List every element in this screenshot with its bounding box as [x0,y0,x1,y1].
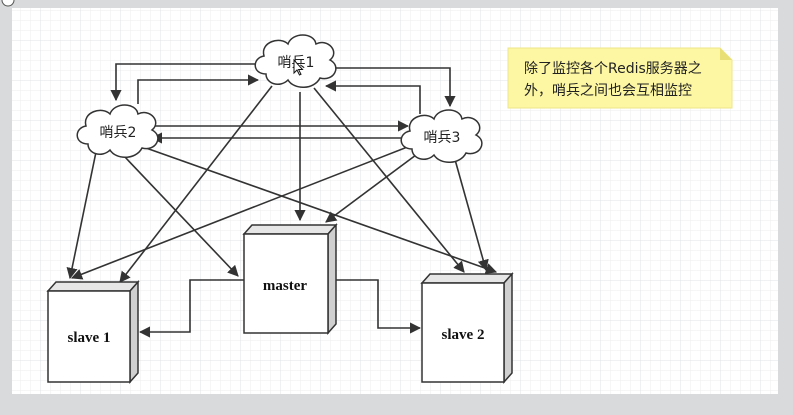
edge-s1-to-s2-outer [110,63,262,102]
cube-side [503,272,513,384]
cube-front [243,233,329,334]
note-fold-icon [720,48,732,60]
cube-side [129,280,139,384]
cube-front [421,282,505,383]
sentinel-2[interactable]: 哨兵2 [76,104,159,158]
edge-s1-to-slave2 [313,87,465,273]
mouse-cursor-icon [293,58,304,76]
cube-front [47,290,131,383]
cube-top [242,224,338,235]
edge-s2-to-s1-inner [137,74,260,104]
cube-side [327,223,337,335]
cube-top [420,273,514,284]
edge-s3-to-s1-inner [324,80,421,114]
edge-s2-to-master [123,155,239,277]
slave2-label: slave 2 [442,327,485,343]
server-master[interactable]: master [242,223,338,335]
note-line-1: 除了监控各个Redis服务器之 [524,61,702,77]
note-body [507,47,733,109]
edge-s2-to-slave2 [145,147,498,274]
connectors [66,63,498,338]
corner-circle-icon [1,0,15,7]
sentinel-2-label: 哨兵2 [100,125,137,141]
slave1-label: slave 1 [68,330,111,346]
sentinel-3-label: 哨兵3 [424,130,461,146]
cube-top [46,281,140,292]
cloud-icon [76,104,159,158]
cloud-icon [400,109,483,163]
edge-s3-to-slave1 [70,145,411,280]
server-slave2[interactable]: slave 2 [420,272,514,384]
sentinel-3[interactable]: 哨兵3 [400,109,483,163]
note-line-2: 外，哨兵之间也会互相监控 [524,83,692,99]
master-label: master [263,278,307,294]
sticky-note[interactable]: 除了监控各个Redis服务器之 外，哨兵之间也会互相监控 [507,47,733,109]
edge-master-to-slave1 [138,279,244,338]
edge-s3-to-master [325,151,421,223]
edge-s3-to-slave2 [453,155,489,272]
edge-s1-to-s3-outer [330,67,456,108]
edge-s2-to-slave1 [66,151,97,280]
edge-master-to-slave2 [334,279,422,334]
server-slave1[interactable]: slave 1 [46,280,140,384]
